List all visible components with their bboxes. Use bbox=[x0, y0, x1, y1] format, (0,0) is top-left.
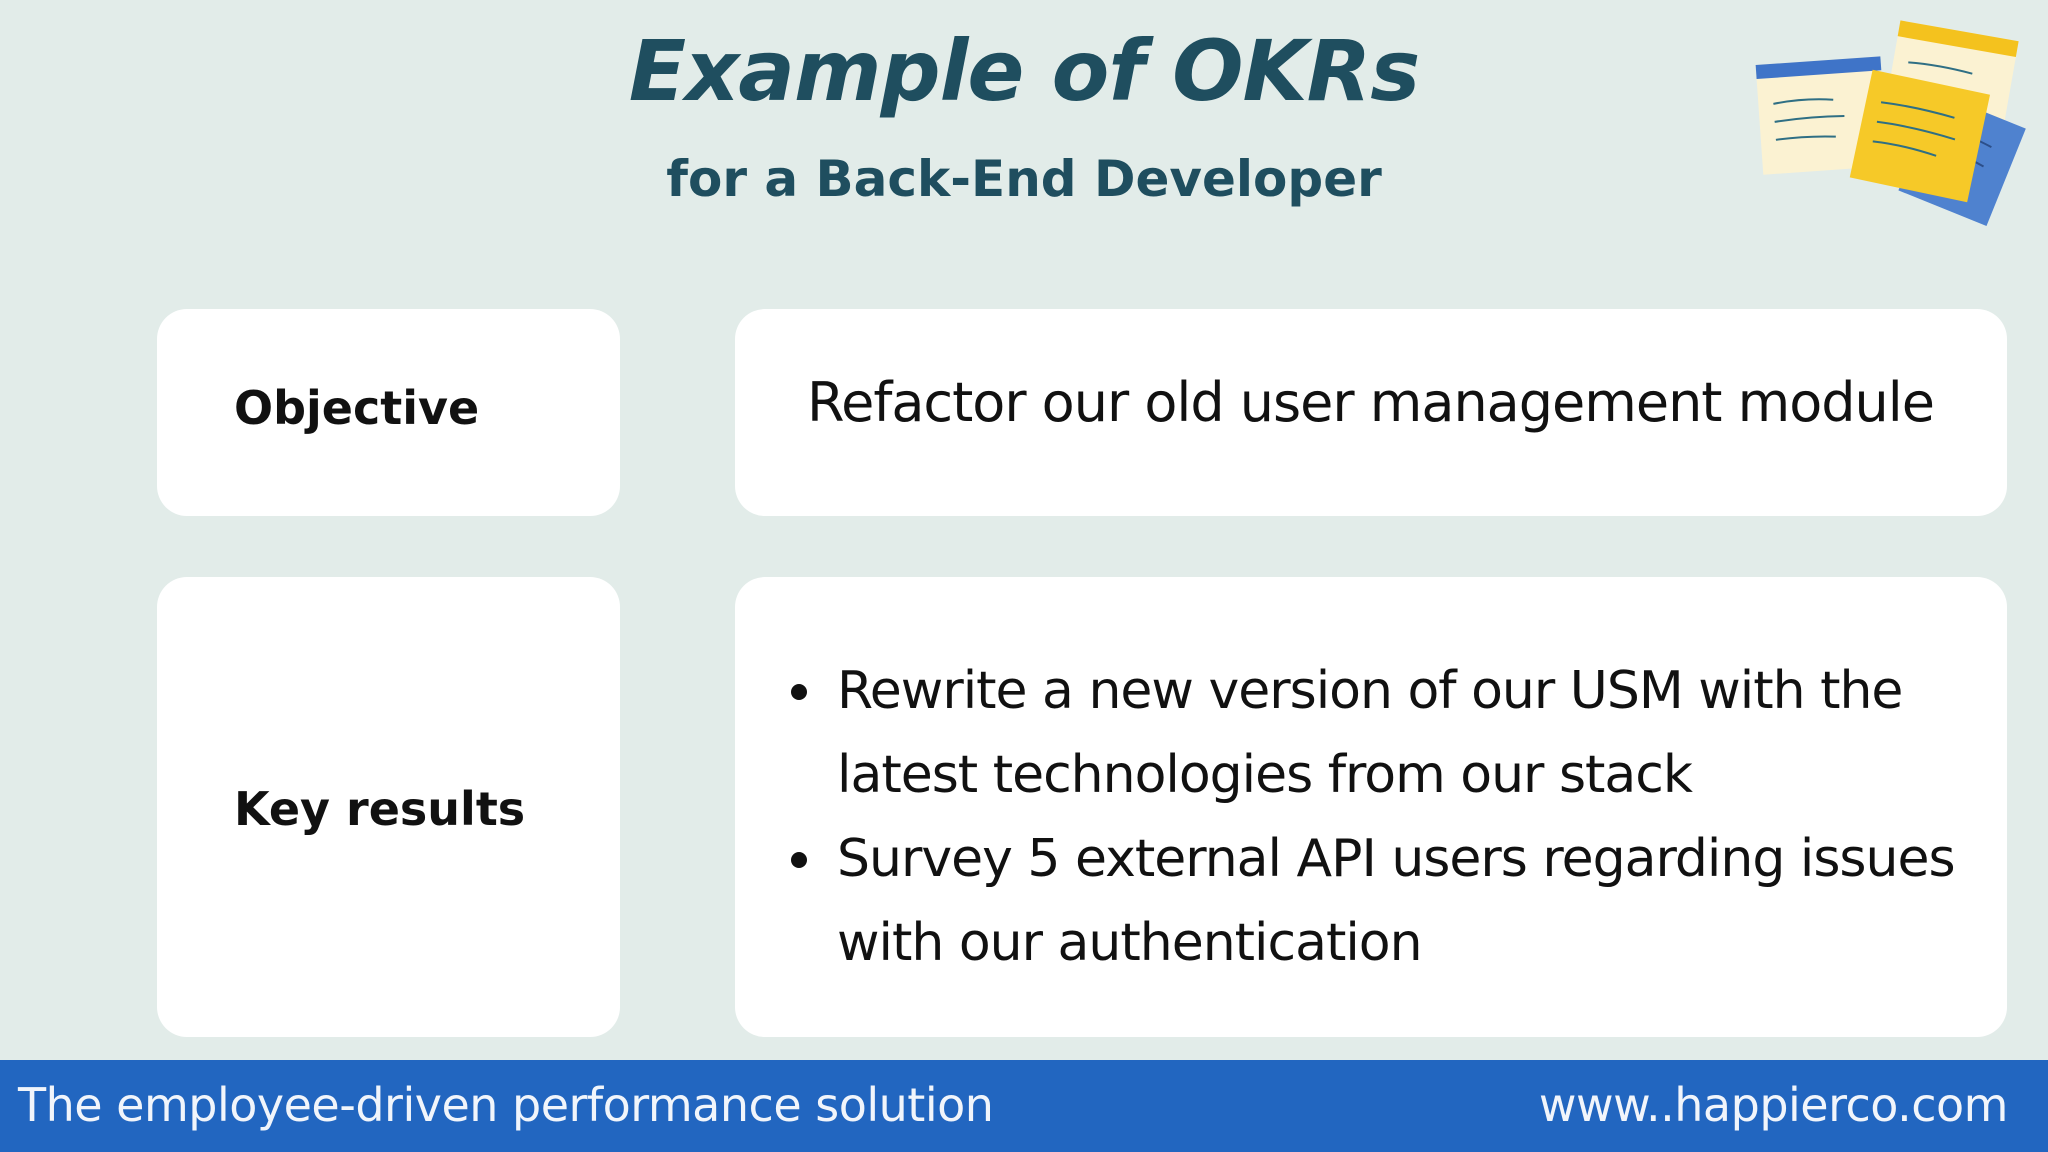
key-result-item: Rewrite a new version of our USM with th… bbox=[735, 649, 1957, 817]
key-results-list: Rewrite a new version of our USM with th… bbox=[735, 649, 1957, 985]
objective-label-card: Objective bbox=[157, 309, 620, 516]
objective-value-card: Refactor our old user management module bbox=[735, 309, 2007, 516]
key-results-value-card: Rewrite a new version of our USM with th… bbox=[735, 577, 2007, 1037]
key-results-label: Key results bbox=[234, 782, 526, 836]
page-title: Example of OKRs bbox=[628, 22, 1421, 120]
key-results-label-card: Key results bbox=[157, 577, 620, 1037]
key-result-text: Survey 5 external API users regarding is… bbox=[837, 829, 1956, 973]
bullet-icon bbox=[791, 684, 807, 700]
objective-label: Objective bbox=[234, 381, 480, 435]
sticky-notes-icon bbox=[1755, 20, 2026, 226]
footer-bar: The employee-driven performance solution… bbox=[0, 1060, 2048, 1152]
page-subtitle: for a Back-End Developer bbox=[666, 150, 1382, 208]
key-result-text: Rewrite a new version of our USM with th… bbox=[837, 661, 1903, 805]
footer-website-link[interactable]: www..happierco.com bbox=[1538, 1078, 2009, 1132]
bullet-icon bbox=[791, 852, 807, 868]
key-result-item: Survey 5 external API users regarding is… bbox=[735, 817, 1957, 985]
objective-text: Refactor our old user management module bbox=[807, 371, 1935, 434]
footer-tagline: The employee-driven performance solution bbox=[18, 1078, 994, 1132]
